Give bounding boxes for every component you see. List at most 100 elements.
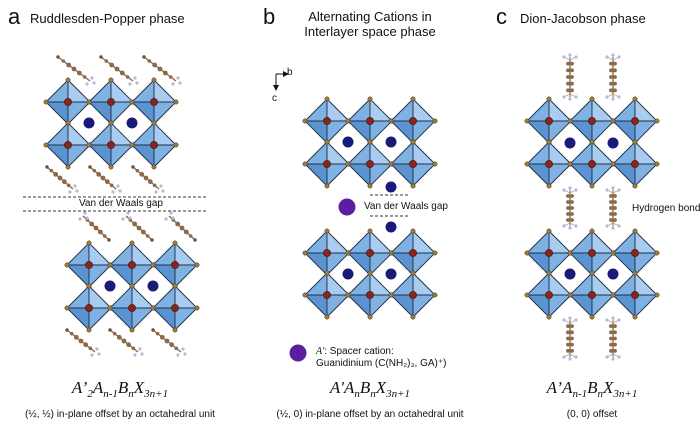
x-site-atom — [388, 250, 394, 256]
panel-b-formula: A'AnBnX3n+1 — [290, 378, 450, 400]
panel-b-title: Alternating Cations in Interlayer space … — [285, 9, 455, 39]
panel-c-letter: c — [496, 4, 507, 29]
panel-c-title: Dion-Jacobson phase — [520, 11, 646, 26]
b-site-atom — [588, 291, 596, 299]
hydrogen-atom — [140, 352, 144, 356]
carbon-atom — [609, 324, 613, 329]
x-site-atom — [432, 118, 438, 124]
hydrogen-atom — [128, 82, 132, 86]
b-site-atom — [366, 117, 374, 125]
octahedron — [150, 283, 200, 333]
b-site-atom — [85, 304, 93, 312]
b-site-atom — [588, 249, 596, 257]
carbon-atom — [143, 175, 149, 181]
hydrogen-atom — [90, 76, 94, 80]
octahedron — [610, 228, 660, 278]
b-site-atom — [366, 291, 374, 299]
hydrogen-atom — [568, 226, 572, 230]
x-site-atom — [302, 161, 308, 167]
octahedron — [86, 77, 136, 127]
octahedron-face — [369, 163, 393, 187]
octahedron — [43, 120, 93, 170]
hydrogen-atom — [83, 211, 87, 215]
hydrogen-atom — [171, 82, 175, 86]
formula-prime: ’ — [556, 378, 563, 397]
x-site-atom — [388, 161, 394, 167]
octahedron — [567, 139, 617, 189]
carbon-atom — [613, 88, 617, 93]
hydrogen-atom — [111, 190, 115, 194]
carbon-atom — [566, 324, 570, 329]
b-site-atom — [631, 291, 639, 299]
octahedron-face — [569, 98, 593, 122]
x-site-atom — [410, 270, 416, 276]
x-site-atom — [546, 183, 552, 189]
carbon-atom — [136, 225, 142, 231]
hydrogen-atom — [133, 353, 137, 357]
octahedron-face — [152, 307, 176, 331]
octahedron — [524, 139, 574, 189]
carbon-atom — [174, 346, 179, 351]
octahedron-face — [304, 120, 328, 144]
octahedron-face — [526, 272, 550, 296]
octahedron-face — [304, 252, 328, 276]
panel-a-caption: (½, ½) in-plane offset by an octahedral … — [25, 409, 215, 420]
x-site-atom — [302, 250, 308, 256]
b-site-atom — [171, 304, 179, 312]
formula-sym: B — [587, 378, 598, 397]
b-site-atom — [409, 291, 417, 299]
carbon-atom — [66, 183, 71, 188]
x-site-atom — [367, 183, 373, 189]
x-site-atom — [388, 118, 394, 124]
carbon-atom — [66, 62, 72, 68]
octahedron-face — [326, 252, 350, 276]
b-site-atom — [366, 160, 374, 168]
hydrogen-atom — [78, 217, 82, 221]
octahedron-face — [304, 98, 328, 122]
hydrogen-atom — [85, 216, 89, 220]
octahedron-face — [326, 120, 350, 144]
x-site-atom — [65, 120, 71, 126]
hydrogen-atom — [605, 55, 609, 59]
carbon-atom — [135, 168, 140, 173]
x-site-atom — [151, 77, 157, 83]
x-site-atom — [546, 139, 552, 145]
b-site-atom — [409, 160, 417, 168]
octahedron — [107, 283, 157, 333]
x-site-atom — [567, 292, 573, 298]
x-site-atom — [43, 142, 49, 148]
carbon-atom — [609, 61, 613, 66]
carbon-atom — [613, 342, 617, 347]
carbon-atom — [566, 218, 570, 222]
octahedron-face — [390, 230, 414, 254]
hydrogen-atom — [617, 318, 621, 322]
carbon-atom — [566, 68, 570, 73]
x-site-atom — [150, 262, 156, 268]
x-site-atom — [388, 292, 394, 298]
hydrogen-atom — [574, 55, 578, 59]
octahedron-face — [153, 122, 177, 146]
x-site-atom — [654, 118, 660, 124]
octahedron-face — [67, 101, 91, 125]
carbon-atom — [126, 342, 132, 348]
octahedron — [610, 139, 660, 189]
nitrogen-atom — [45, 165, 49, 169]
carbon-atom — [613, 61, 617, 66]
a-site-cation — [385, 136, 397, 148]
octahedron — [345, 270, 395, 320]
carbon-atom — [570, 206, 574, 210]
x-site-atom — [632, 270, 638, 276]
octahedron — [345, 96, 395, 146]
carbon-atom — [183, 229, 189, 235]
octahedron-face — [174, 264, 198, 288]
b-site-atom — [150, 141, 158, 149]
octahedron-face — [548, 98, 572, 122]
organic-spacer-molecule — [605, 186, 621, 230]
hydrogen-atom — [568, 186, 572, 190]
octahedron-face — [412, 252, 436, 276]
carbon-atom — [566, 348, 570, 353]
panel-c-formula: A’An-1BnX3n+1 — [512, 378, 672, 400]
carbon-atom — [168, 75, 173, 79]
hydrogen-atom — [85, 82, 89, 86]
octahedron — [388, 96, 438, 146]
